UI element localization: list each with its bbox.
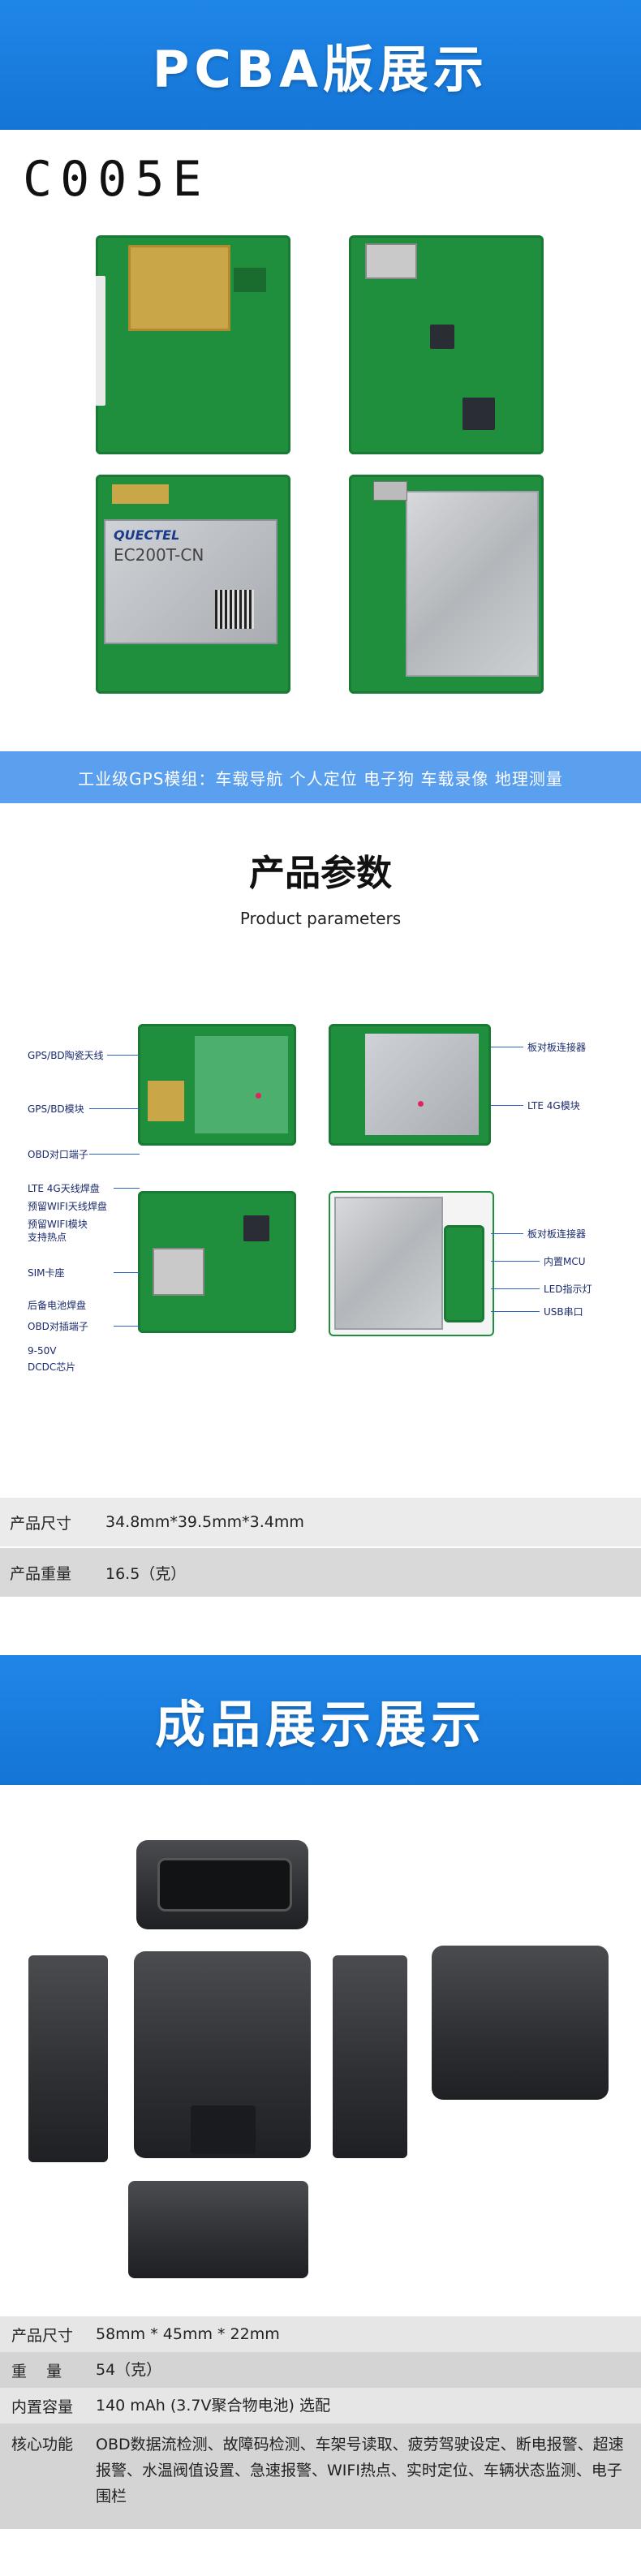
spec-value: 34.8mm*39.5mm*3.4mm — [105, 1513, 304, 1531]
mcu-chip-image — [430, 325, 454, 349]
device-side-left-image — [28, 1955, 108, 2162]
pcb-board-top-left — [96, 235, 290, 454]
params-subtitle: Product parameters — [239, 909, 402, 928]
ann-gps-module: GPS/BD模块 — [28, 1103, 84, 1115]
spec-key: 内置容量 — [11, 2398, 74, 2416]
gps-module-image — [148, 1081, 184, 1121]
spec-key: 重 量 — [11, 2362, 62, 2380]
ann-b2b-connector-2: 板对板连接器 — [527, 1228, 587, 1240]
product-spec-size: 产品尺寸 58mm * 45mm * 22mm — [0, 2316, 641, 2352]
pcba-banner: PCBA版展示 — [0, 0, 641, 130]
marker-dot — [256, 1093, 261, 1099]
ann-battery-pad: 后备电池焊盘 — [28, 1300, 87, 1311]
ann-line — [114, 1272, 140, 1273]
params-title: 产品参数 — [249, 853, 392, 894]
spec-value: 140 mAh (3.7V聚合物电池) 选配 — [96, 2397, 330, 2415]
ann-wifi-antenna-pad: 预留WIFI天线焊盘 — [28, 1201, 107, 1212]
obd-connector-image — [136, 1840, 308, 1929]
pcb-board-shield — [349, 475, 544, 694]
pcb-board-top-right — [349, 235, 544, 454]
ann-hotspot: 支持热点 — [28, 1232, 67, 1243]
connector-strip — [444, 1225, 484, 1322]
gps-antenna-image — [128, 245, 230, 331]
ann-obd-plug: OBD对插端子 — [28, 1321, 88, 1332]
ann-line — [114, 1326, 140, 1327]
shield-can-image — [334, 1197, 443, 1330]
pcb-trace — [234, 268, 266, 292]
antenna-area — [195, 1036, 288, 1133]
pin-socket — [157, 1858, 292, 1912]
header-pins-image — [112, 484, 169, 504]
inductor-image — [462, 398, 495, 430]
pcba-spec-weight: 产品重量 16.5（克） — [0, 1548, 641, 1597]
annotated-board-4 — [329, 1191, 494, 1336]
spec-value: 54（克） — [96, 2361, 162, 2379]
ann-b2b-connector: 板对板连接器 — [527, 1042, 587, 1053]
ann-line — [491, 1261, 540, 1262]
ann-dcdc: DCDC芯片 — [28, 1361, 76, 1373]
annotated-board-2 — [329, 1024, 491, 1146]
ann-wifi-module: 预留WIFI模块 — [28, 1219, 88, 1230]
product-spec-capacity: 内置容量 140 mAh (3.7V聚合物电池) 选配 — [0, 2388, 641, 2423]
spec-key: 产品尺寸 — [10, 1514, 72, 1533]
product-banner: 成品展示展示 — [0, 1655, 641, 1785]
sim-slot-image — [365, 243, 417, 279]
ann-line — [491, 1311, 540, 1312]
ann-line — [491, 1233, 523, 1234]
product-banner-title: 成品展示展示 — [154, 1695, 486, 1754]
feature-strip: 工业级GPS模组：车载导航 个人定位 电子狗 车载录像 地理测量 — [0, 751, 641, 803]
pcba-banner-title: PCBA版展示 — [152, 40, 489, 99]
module-name: EC200T-CN — [114, 545, 204, 565]
ann-usb: USB串口 — [544, 1306, 583, 1318]
ann-line — [114, 1188, 140, 1189]
product-spec-functions: 核心功能 OBD数据流检测、故障码检测、车架号读取、疲劳驾驶设定、断电报警、超速… — [0, 2423, 641, 2529]
pcba-spec-size: 产品尺寸 34.8mm*39.5mm*3.4mm — [0, 1498, 641, 1546]
spec-value: 58mm * 45mm * 22mm — [96, 2325, 280, 2343]
device-back-image — [432, 1946, 609, 2100]
ann-gps-antenna: GPS/BD陶瓷天线 — [28, 1050, 104, 1061]
module-brand: QUECTEL — [114, 527, 180, 543]
device-front-image — [134, 1951, 311, 2158]
ann-line — [491, 1288, 540, 1289]
qr-code-icon — [215, 590, 254, 629]
marker-dot — [418, 1101, 424, 1107]
ann-led: LED指示灯 — [544, 1284, 592, 1295]
ann-line — [89, 1108, 140, 1109]
spec-key: 核心功能 — [11, 2436, 74, 2453]
annotated-board-3 — [138, 1191, 296, 1333]
ann-obd-port: OBD对口端子 — [28, 1149, 88, 1160]
pcb-board-lte-module: QUECTEL EC200T-CN — [96, 475, 290, 694]
ann-line — [107, 1055, 140, 1056]
product-spec-weight: 重 量 54（克） — [0, 2352, 641, 2388]
spec-key: 产品重量 — [10, 1564, 72, 1583]
spec-key: 产品尺寸 — [11, 2326, 74, 2345]
ann-line — [491, 1105, 523, 1106]
model-number: C005E — [23, 151, 210, 208]
ann-line — [89, 1154, 140, 1155]
sim-slot-image — [153, 1248, 204, 1296]
ann-voltage: 9-50V — [28, 1345, 57, 1357]
lte-module-image: QUECTEL EC200T-CN — [104, 519, 277, 644]
plug-area — [191, 2105, 256, 2154]
ann-lte-module: LTE 4G模块 — [527, 1100, 580, 1112]
edge-connector-image — [96, 276, 105, 406]
lte-module-image — [365, 1034, 479, 1135]
spec-value: OBD数据流检测、故障码检测、车架号读取、疲劳驾驶设定、断电报警、超速报警、水温… — [96, 2436, 624, 2505]
shield-can-image — [406, 491, 539, 677]
ann-sim-slot: SIM卡座 — [28, 1267, 65, 1279]
dcdc-chip-image — [243, 1215, 269, 1241]
device-side-right-image — [333, 1955, 407, 2158]
spec-value: 16.5（克） — [105, 1564, 187, 1583]
ann-mcu: 内置MCU — [544, 1256, 586, 1267]
device-bottom-image — [128, 2181, 308, 2278]
ann-lte-antenna-pad: LTE 4G天线焊盘 — [28, 1183, 100, 1194]
usb-port-image — [373, 481, 407, 501]
annotated-board-1 — [138, 1024, 296, 1146]
